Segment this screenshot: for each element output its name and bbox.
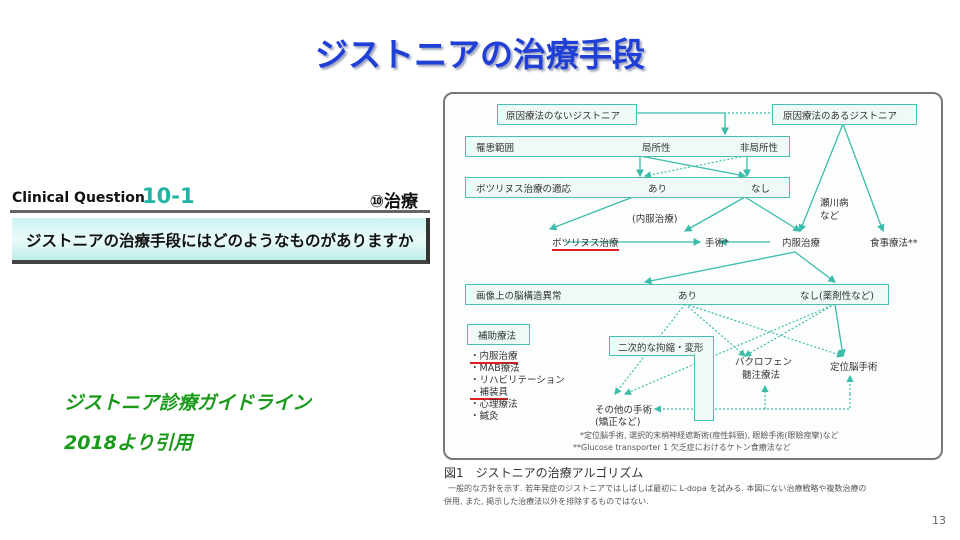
botox-ind-yes: あり bbox=[648, 184, 668, 195]
imaging-label: 画像上の脳構造異常 bbox=[476, 291, 562, 302]
cq-label: Clinical Question bbox=[12, 190, 145, 206]
box-botox-indication: ボツリヌス治療の適応 あり なし bbox=[465, 177, 790, 198]
adjunct-item: ・補装具 bbox=[470, 384, 509, 400]
adjunct-label: 補助療法 bbox=[478, 331, 517, 342]
no-cause-label: 原因療法のないジストニア bbox=[506, 111, 621, 122]
footnote-2: **Glucose transporter 1 欠乏症におけるケトン食療法など bbox=[573, 443, 791, 452]
imaging-yes: あり bbox=[678, 291, 698, 302]
imaging-no: なし(薬剤性など) bbox=[800, 291, 874, 302]
secondary-box-stem bbox=[694, 354, 714, 421]
stereotactic-node: 定位脳手術 bbox=[830, 362, 878, 373]
flow-arrows bbox=[548, 112, 885, 413]
adjunct-item: ・心理療法 bbox=[470, 399, 518, 410]
box-no-cause: 原因療法のないジストニア bbox=[497, 104, 637, 125]
botox-ind-label: ボツリヌス治療の適応 bbox=[476, 184, 572, 195]
cq-header: Clinical Question 10-1 ⑩治療 bbox=[10, 184, 430, 213]
adjunct-item: ・鍼灸 bbox=[470, 411, 499, 422]
figure-caption-line2: 併用, また, 掲示した治療法以外を排除するものではない. bbox=[444, 497, 649, 506]
secondary-label: 二次的な拘縮・変形 bbox=[618, 343, 704, 354]
botox-node: ボツリヌス治療 bbox=[552, 235, 619, 251]
cq-banner: ジストニアの治療手段にはどのようなものがありますか bbox=[12, 218, 430, 264]
with-cause-label: 原因療法のあるジストニア bbox=[783, 111, 898, 122]
baclofen-line2: 髄注療法 bbox=[742, 370, 781, 381]
segawa-label: 瀬川病 など bbox=[820, 198, 849, 222]
range-nonlocal: 非局所性 bbox=[740, 143, 779, 154]
figure-caption-title: 図1 ジストニアの治療アルゴリズム bbox=[444, 466, 644, 480]
other-surgery-line2: (矯正など) bbox=[595, 417, 641, 428]
page-number: 13 bbox=[932, 514, 946, 527]
box-secondary: 二次的な拘縮・変形 bbox=[609, 336, 714, 356]
citation-line2: 2018より引用 bbox=[64, 432, 193, 454]
figure-caption-line1: 一般的な方針を示す. 若年発症のジストニアではしばしば最初に L-dopa を試… bbox=[448, 484, 867, 493]
cq-question: ジストニアの治療手段にはどのようなものがありますか bbox=[26, 232, 414, 250]
diet-node: 食事療法** bbox=[870, 238, 918, 249]
algorithm-figure: 原因療法のないジストニア 原因療法のあるジストニア 罹患範囲 局所性 非局所性 … bbox=[443, 92, 943, 460]
oral-paren: (内服治療) bbox=[632, 214, 678, 225]
botox-ind-no: なし bbox=[751, 184, 771, 195]
adjunct-item: ・MAB療法 bbox=[470, 363, 520, 374]
cq-category: ⑩治療 bbox=[369, 192, 418, 212]
slide-title: ジストニアの治療手段 bbox=[315, 35, 645, 74]
footnote-1: *定位脳手術, 選択的末梢神経遮断術(痙性斜頸), 眼瞼手術(眼瞼痙攣)など bbox=[580, 431, 839, 440]
adjunct-item: ・内服治療 bbox=[470, 348, 518, 364]
box-range: 罹患範囲 局所性 非局所性 bbox=[465, 136, 790, 157]
box-adjunct: 補助療法 bbox=[467, 324, 530, 345]
other-surgery-line1: その他の手術 bbox=[595, 405, 653, 416]
citation-line1: ジストニア診療ガイドライン bbox=[64, 392, 312, 414]
baclofen-line1: バクロフェン bbox=[735, 357, 793, 368]
oral-node: 内服治療 bbox=[782, 238, 821, 249]
cq-number: 10-1 bbox=[142, 184, 195, 208]
range-local: 局所性 bbox=[642, 143, 671, 154]
surgery-node: 手術* bbox=[705, 238, 729, 249]
box-with-cause: 原因療法のあるジストニア bbox=[772, 104, 917, 125]
box-imaging: 画像上の脳構造異常 あり なし(薬剤性など) bbox=[465, 284, 889, 305]
adjunct-item: ・リハビリテーション bbox=[470, 375, 565, 386]
range-label: 罹患範囲 bbox=[476, 143, 515, 154]
